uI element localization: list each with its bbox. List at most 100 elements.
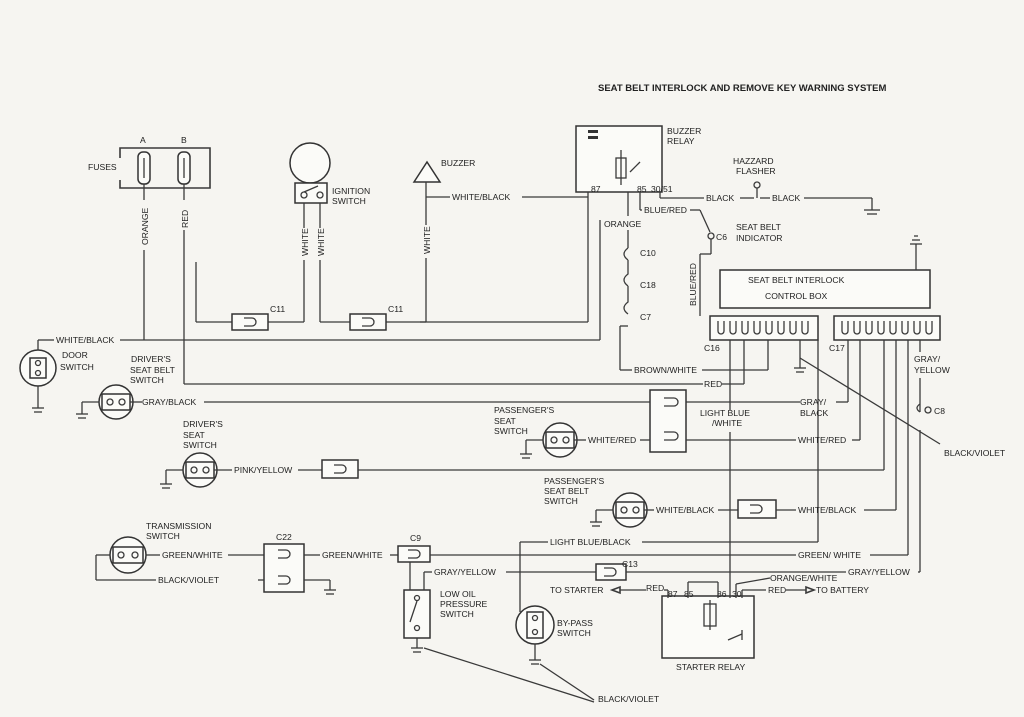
wire-label-gray-black-2a: GRAY/ — [800, 397, 827, 407]
wire-label-white-black-3: WHITE/BLACK — [656, 505, 715, 515]
c13-label: C13 — [622, 559, 638, 569]
lop-switch-label-2: PRESSURE — [440, 599, 488, 609]
buzzer-relay-label-2: RELAY — [667, 136, 695, 146]
door-switch-label-1: DOOR — [62, 350, 88, 360]
dsb-switch-label-3: SWITCH — [130, 375, 164, 385]
wire-label-black-2: BLACK — [772, 193, 800, 203]
starter-terminal-86: 86 — [717, 589, 727, 599]
c17-label: C17 — [829, 343, 845, 353]
passengers-seat-switch: PASSENGER'S SEAT SWITCH — [494, 405, 578, 459]
seat-belt-indicator-label-2: INDICATOR — [736, 233, 782, 243]
c7-label: C7 — [640, 312, 651, 322]
relay-terminal-85: 85 — [637, 184, 647, 194]
wire-label-orange-white: ORANGE/WHITE — [770, 573, 838, 583]
buzzer-label: BUZZER — [441, 158, 475, 168]
c8-label: C8 — [934, 406, 945, 416]
ps-switch-label-2: SEAT — [494, 416, 517, 426]
seat-belt-indicator-label-1: SEAT BELT — [736, 222, 782, 232]
wire-label-gray-yellow-1b: YELLOW — [914, 365, 951, 375]
starter-terminal-85: 85 — [684, 589, 694, 599]
c11b-label: C11 — [388, 304, 403, 314]
wire-labels: ORANGE RED WHITE WHITE WHITE WHITE/BLACK… — [56, 192, 1006, 704]
control-box-label-2: CONTROL BOX — [765, 291, 828, 301]
wire-label-blue-red-1: BLUE/RED — [644, 205, 687, 215]
wire-label-gray-black-2b: BLACK — [800, 408, 828, 418]
transmission-switch: TRANSMISSION SWITCH — [109, 521, 211, 574]
wire-label-light-blue-white-a: LIGHT BLUE — [700, 408, 750, 418]
ignition-switch-label-2: SWITCH — [332, 196, 366, 206]
relay-terminal-3051: 30/51 — [651, 184, 673, 194]
diagram-title: SEAT BELT INTERLOCK AND REMOVE KEY WARNI… — [598, 83, 886, 94]
wire-label-light-blue-white-b: /WHITE — [712, 418, 742, 428]
hazzard-label-1: HAZZARD — [733, 156, 774, 166]
wire-label-orange: ORANGE — [140, 207, 150, 245]
fuse-b-label: B — [181, 135, 187, 145]
wire-label-green-white-3: GREEN/ WHITE — [798, 550, 861, 560]
to-battery-label: TO BATTERY — [816, 585, 869, 595]
wiring: C22 C9 C13 — [37, 182, 945, 703]
wire-label-black-violet-1: BLACK/VIOLET — [944, 448, 1006, 458]
wire-label-gray-yellow-3: GRAY/YELLOW — [848, 567, 911, 577]
ignition-switch-label-1: IGNITION — [332, 186, 370, 196]
wire-label-black-1: BLACK — [706, 193, 734, 203]
wire-label-pink-yellow: PINK/YELLOW — [234, 465, 293, 475]
dsb-switch-label-2: SEAT BELT — [130, 365, 176, 375]
relay-terminal-87: 87 — [591, 184, 601, 194]
drivers-seat-switch: DRIVER'S SEAT SWITCH — [160, 419, 223, 489]
wire-label-brown-white: BROWN/WHITE — [634, 365, 697, 375]
to-starter-label: TO STARTER — [550, 585, 603, 595]
psb-switch-label-3: SWITCH — [544, 496, 578, 506]
ds-switch-label-2: SEAT — [183, 430, 206, 440]
buzzer: BUZZER — [412, 158, 475, 183]
wire-label-white-1: WHITE — [300, 228, 310, 256]
passengers-seat-belt-switch: PASSENGER'S SEAT BELT SWITCH — [544, 476, 648, 528]
hazzard-flasher: HAZZARD FLASHER — [733, 156, 776, 198]
c22-label: C22 — [276, 532, 292, 542]
bypass-label-1: BY-PASS — [557, 618, 593, 628]
drivers-seat-belt-switch: DRIVER'S SEAT BELT SWITCH — [76, 354, 176, 420]
wire-label-red-3: RED — [646, 583, 664, 593]
c10-label: C10 — [640, 248, 656, 258]
wire-label-white-red-1: WHITE/RED — [588, 435, 636, 445]
wire-label-red: RED — [180, 210, 190, 228]
starter-terminal-87: 87 — [668, 589, 678, 599]
wire-label-red-4: RED — [768, 585, 786, 595]
lop-switch-label-1: LOW OIL — [440, 589, 476, 599]
fuse-block: FUSES A B — [88, 135, 211, 189]
wire-label-gray-yellow-2: GRAY/YELLOW — [434, 567, 497, 577]
wire-label-black-violet-3: BLACK/VIOLET — [598, 694, 660, 704]
wire-label-white-red-2: WHITE/RED — [798, 435, 846, 445]
door-switch: DOOR SWITCH — [19, 349, 94, 413]
wire-label-blue-red-2: BLUE/RED — [688, 263, 698, 306]
control-box-label-1: SEAT BELT INTERLOCK — [748, 275, 845, 285]
wire-label-gray-black-1: GRAY/BLACK — [142, 397, 197, 407]
wire-label-gray-yellow-1a: GRAY/ — [914, 354, 941, 364]
bypass-label-2: SWITCH — [557, 628, 591, 638]
starter-relay-label: STARTER RELAY — [676, 662, 746, 672]
c11a-label: C11 — [270, 304, 285, 314]
wire-label-light-blue-black: LIGHT BLUE/BLACK — [550, 537, 631, 547]
wire-label-white-3: WHITE — [422, 226, 432, 254]
control-box: SEAT BELT INTERLOCK CONTROL BOX C16 C17 — [704, 235, 941, 353]
starter-relay: 87 85 86 30 STARTER RELAY — [661, 589, 755, 672]
wire-label-white-black-2: WHITE/BLACK — [56, 335, 115, 345]
fuse-a-label: A — [140, 135, 146, 145]
lop-switch-label-3: SWITCH — [440, 609, 474, 619]
wire-label-black-violet-2: BLACK/VIOLET — [158, 575, 220, 585]
dsb-switch-label-1: DRIVER'S — [131, 354, 171, 364]
ps-switch-label-1: PASSENGER'S — [494, 405, 554, 415]
buzzer-relay-label-1: BUZZER — [667, 126, 701, 136]
ds-switch-label-3: SWITCH — [183, 440, 217, 450]
hazzard-label-2: FLASHER — [736, 166, 776, 176]
low-oil-pressure-switch: LOW OIL PRESSURE SWITCH — [403, 589, 488, 653]
fuses-label: FUSES — [88, 162, 117, 172]
psb-switch-label-2: SEAT BELT — [544, 486, 590, 496]
wire-label-green-white-2: GREEN/WHITE — [322, 550, 383, 560]
trans-switch-label-1: TRANSMISSION — [146, 521, 211, 531]
trans-switch-label-2: SWITCH — [146, 531, 180, 541]
ignition-switch: IGNITION SWITCH — [289, 142, 370, 206]
wire-label-green-white-1: GREEN/WHITE — [162, 550, 223, 560]
wire-label-white-2: WHITE — [316, 228, 326, 256]
ds-switch-label-1: DRIVER'S — [183, 419, 223, 429]
